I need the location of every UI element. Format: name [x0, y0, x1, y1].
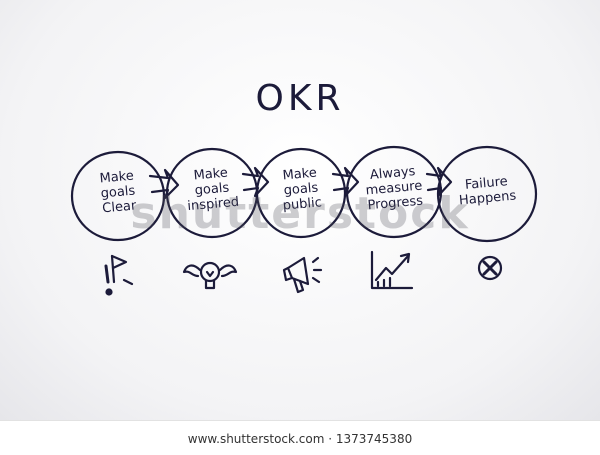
- flag-exclamation-icon: [104, 254, 134, 296]
- winged-lightbulb-icon: [182, 261, 238, 290]
- arrow-3: [331, 166, 360, 198]
- cross-circle-icon: [477, 255, 503, 281]
- arrow-2: [241, 166, 270, 198]
- diagram-title: OKR: [255, 78, 345, 119]
- footer-bar: www.shutterstock.com · 1373745380: [0, 420, 600, 455]
- footer-text: www.shutterstock.com · 1373745380: [187, 432, 413, 446]
- rising-chart-icon: [370, 250, 414, 290]
- arrow-1: [148, 168, 180, 200]
- process-diagram: [70, 145, 538, 296]
- watermark: shutterstock: [130, 188, 470, 239]
- diagram-canvas: OKR: [0, 0, 600, 420]
- step-circle-1: [70, 150, 166, 242]
- arrow-4: [425, 166, 453, 198]
- megaphone-icon: [282, 256, 323, 294]
